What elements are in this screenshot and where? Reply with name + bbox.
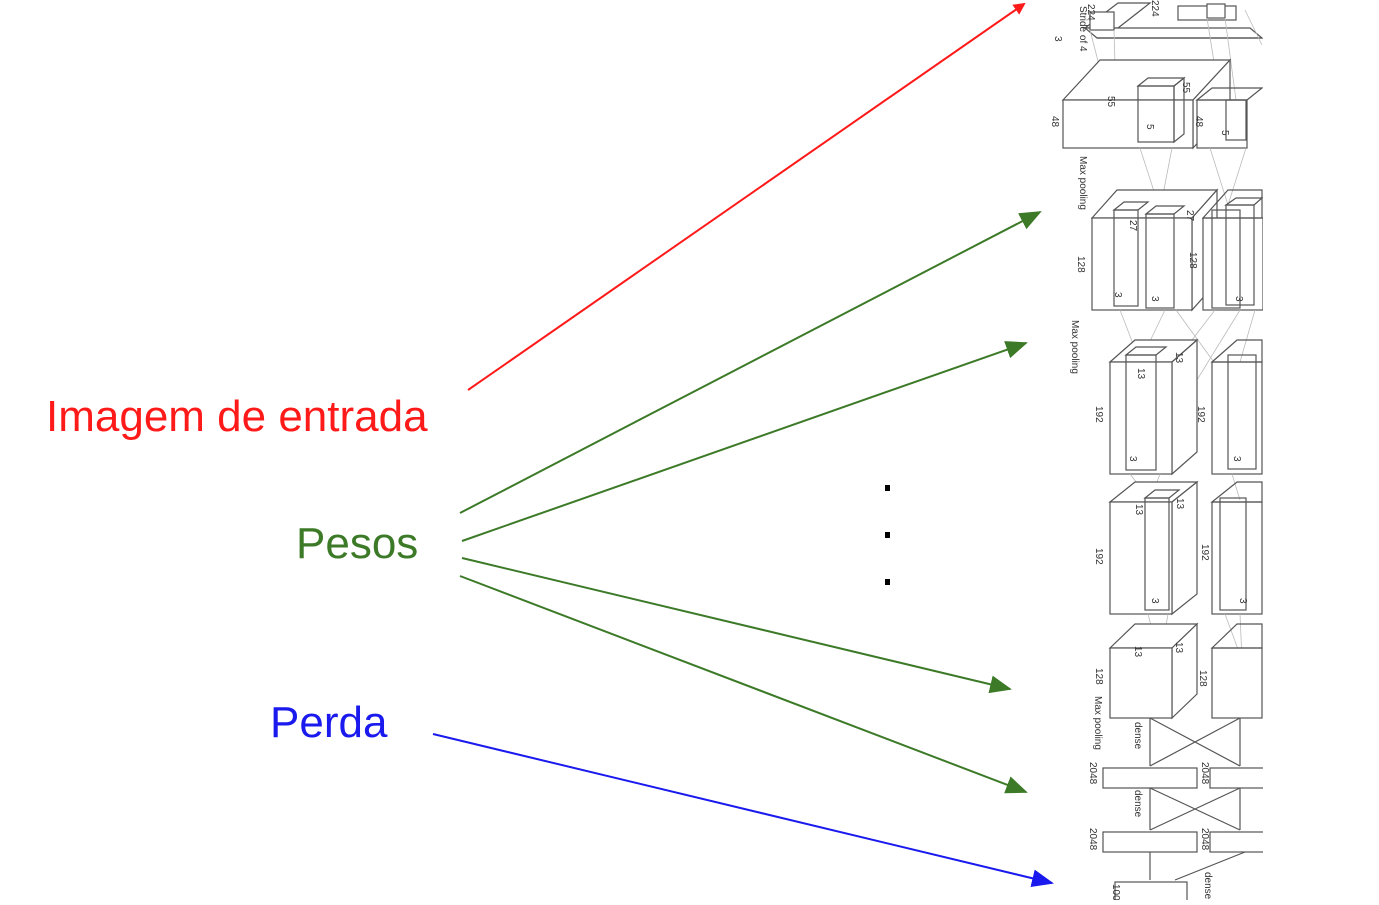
kernel-label-2: 5 <box>1219 130 1230 136</box>
conv1-depth-label: 48 <box>1049 116 1060 128</box>
conv2-size-label-2: 27 <box>1184 210 1195 222</box>
conv3-size-label-2: 13 <box>1173 352 1184 364</box>
input-channels-label: 3 <box>1052 36 1063 42</box>
conv2-layer <box>1090 188 1264 312</box>
dense-units-label-4: 2048 <box>1199 828 1210 851</box>
pool-label-2: Max pooling <box>1069 320 1080 374</box>
pool-label-1: Max pooling <box>1077 156 1088 210</box>
weights-arrow-3 <box>461 557 1012 694</box>
conv1-depth-label-2: 48 <box>1193 116 1204 128</box>
conv4-size-label: 13 <box>1133 504 1144 516</box>
weights-arrow-1 <box>459 211 1042 514</box>
input-image-label: Imagem de entrada <box>46 392 428 441</box>
input-size-label-2: 224 <box>1149 0 1160 17</box>
conv4-layer <box>1108 480 1263 616</box>
ellipsis-dot-2 <box>885 532 890 538</box>
loss-label: Perda <box>270 698 388 747</box>
conv3-size-label: 13 <box>1135 368 1146 380</box>
dense-label-3: dense <box>1202 872 1213 900</box>
weights-label: Pesos <box>296 519 419 568</box>
conv4-depth-label-2: 192 <box>1199 544 1210 561</box>
conv3-layer <box>1108 338 1263 476</box>
kernel-label-4: 3 <box>1149 296 1160 302</box>
loss-arrow <box>432 733 1054 888</box>
conv3-depth-label: 192 <box>1093 406 1104 423</box>
weights-arrow-2 <box>461 341 1028 542</box>
conv5-size-label: 13 <box>1132 646 1143 658</box>
conv1-size-label: 55 <box>1105 96 1116 108</box>
conv4-size-label-2: 13 <box>1174 498 1185 510</box>
network-labels: Stride of 4 224 3 224 48 55 55 48 5 5 Ma… <box>1049 0 1248 905</box>
conv2-size-label: 27 <box>1127 220 1138 232</box>
conv1-size-label-2: 55 <box>1180 82 1191 94</box>
dense-units-label-3: 2048 <box>1087 828 1098 851</box>
dense-label-2: dense <box>1132 790 1143 818</box>
kernel-label-1: 5 <box>1144 124 1155 130</box>
clip-mask <box>1263 0 1379 900</box>
conv5-depth-label: 128 <box>1093 668 1104 685</box>
conv5-layer <box>1108 622 1263 720</box>
conv5-size-label-2: 13 <box>1173 642 1184 654</box>
stride-label: Stride of 4 <box>1077 6 1088 52</box>
kernel-label-3: 3 <box>1112 292 1123 298</box>
weights-arrow-4 <box>459 575 1028 794</box>
dense-label-1: dense <box>1132 722 1143 750</box>
kernel-label-8: 3 <box>1149 598 1160 604</box>
pool-label-3: Max pooling <box>1092 696 1103 750</box>
dense-units-label-1: 2048 <box>1087 762 1098 785</box>
dense-units-label-2: 2048 <box>1199 762 1210 785</box>
kernel-label-7: 3 <box>1231 456 1242 462</box>
conv2-depth-label: 128 <box>1075 256 1086 273</box>
cnn-architecture-diagram <box>1061 2 1271 903</box>
conv3-depth-label-2: 192 <box>1195 406 1206 423</box>
dense-connections <box>1102 717 1271 903</box>
input-layer <box>1083 2 1264 39</box>
input-arrow <box>467 2 1026 391</box>
kernel-label-5: 3 <box>1233 296 1244 302</box>
conv1-layer <box>1061 58 1264 150</box>
kernel-label-9: 3 <box>1237 598 1248 604</box>
conv2-depth-label-2: 128 <box>1187 252 1198 269</box>
output-units-label: 1000 <box>1110 884 1121 900</box>
conv4-depth-label: 192 <box>1093 548 1104 565</box>
conv5-depth-label-2: 128 <box>1197 670 1208 687</box>
ellipsis-dot-1 <box>885 485 890 491</box>
ellipsis-dot-3 <box>885 579 890 585</box>
kernel-label-6: 3 <box>1127 456 1138 462</box>
input-size-label: 224 <box>1085 4 1096 21</box>
